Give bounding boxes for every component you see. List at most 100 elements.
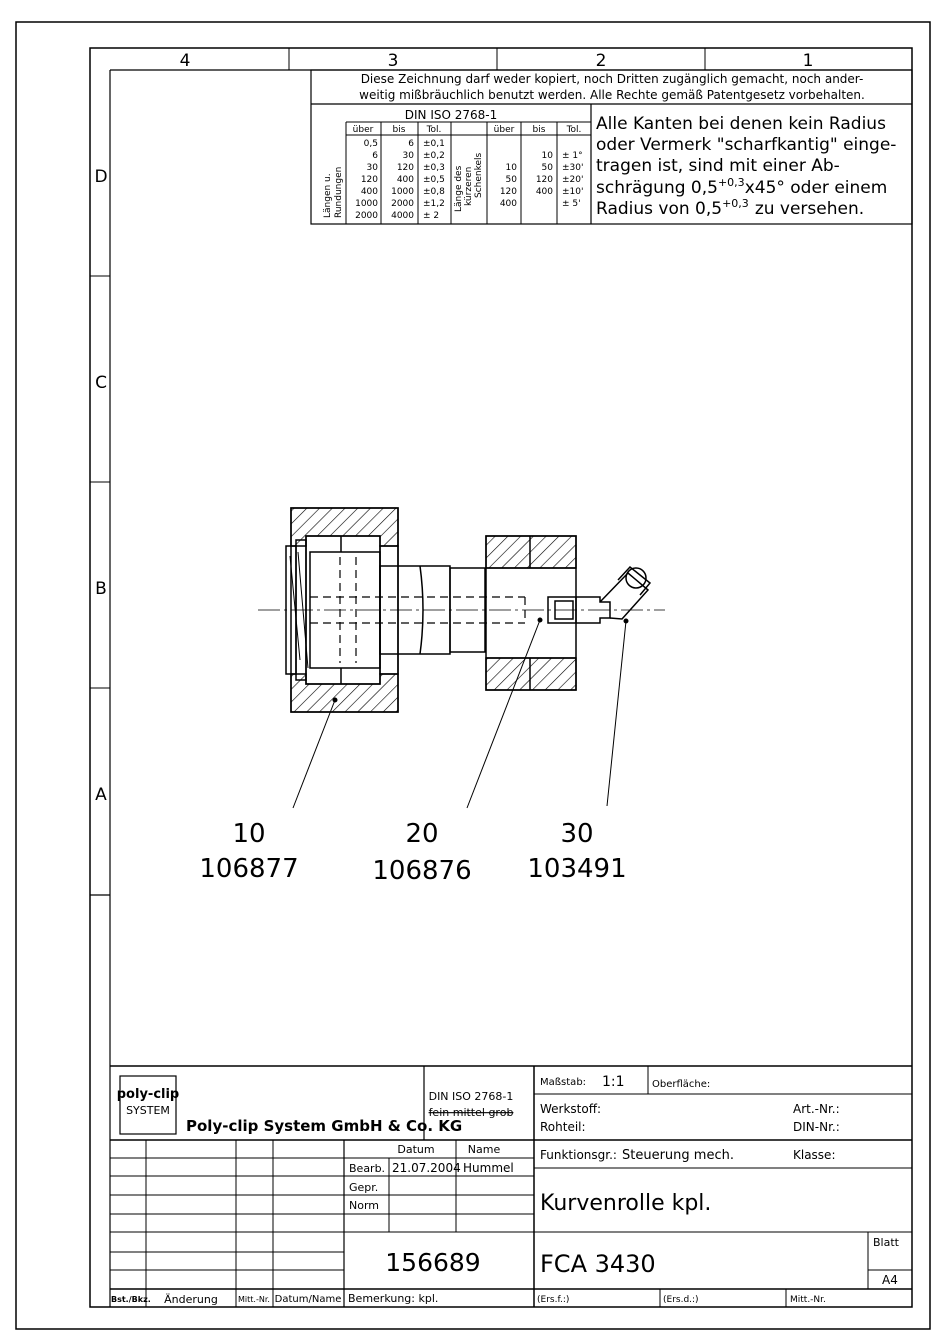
edge-note-line-3: tragen ist, sind mit einer Ab- xyxy=(596,156,840,176)
len-ueber: 6 xyxy=(372,151,378,161)
edge-note-line-5c: zu versehen. xyxy=(755,199,864,219)
ang-bis: 400 xyxy=(536,187,553,197)
mitt-nr-bottom: Mitt.-Nr. xyxy=(790,1295,826,1305)
part-pos-20: 20 xyxy=(405,819,438,849)
ang-ueber: 400 xyxy=(500,199,517,209)
len-bis: 6 xyxy=(408,139,414,149)
edge-note-line-2: oder Vermerk "scharfkantig" einge- xyxy=(596,135,896,155)
edge-note: Alle Kanten bei denen kein Radius oder V… xyxy=(596,114,896,219)
funktion-value: Steuerung mech. xyxy=(622,1148,734,1163)
ers-f: (Ers.f.:) xyxy=(537,1295,569,1305)
edge-note-sup-2: +0,3 xyxy=(722,197,749,210)
edge-note-line-4c: x45° oder einem xyxy=(745,178,888,198)
len-bis: 400 xyxy=(397,175,414,185)
part-pos-30: 30 xyxy=(560,819,593,849)
ang-tol: ±10' xyxy=(562,187,583,197)
ang-tol: ± 5' xyxy=(562,199,581,209)
svg-text:Radius von 0,5+0,3zu versehen.: Radius von 0,5+0,3zu versehen. xyxy=(596,197,864,219)
oberflaeche-label: Oberfläche: xyxy=(652,1079,710,1090)
blatt-label: Blatt xyxy=(873,1236,900,1249)
ang-tol: ±20' xyxy=(562,175,583,185)
part-number-106877: 106877 xyxy=(199,854,298,884)
header-ueber-2: über xyxy=(494,125,515,135)
header-ueber-1: über xyxy=(353,125,374,135)
label-laenge-des: Länge des xyxy=(454,165,464,212)
len-bis: 1000 xyxy=(391,187,414,197)
label-kuerzeren: kürzeren xyxy=(464,167,474,206)
name-label: Name xyxy=(468,1143,501,1156)
zone-row-b: B xyxy=(95,579,107,599)
ang-tol: ± 1° xyxy=(562,151,583,161)
massstab-value: 1:1 xyxy=(602,1074,625,1090)
notice-line-2: weitig mißbräuchlich benutzt werden. All… xyxy=(359,88,865,102)
title-block-text: poly-clip SYSTEM Poly-clip System GmbH &… xyxy=(111,1074,900,1306)
bearb-label: Bearb. xyxy=(349,1162,385,1175)
len-ueber: 2000 xyxy=(355,211,378,221)
len-bis: 2000 xyxy=(391,199,414,209)
header-bis-2: bis xyxy=(533,125,546,135)
zone-col-3: 3 xyxy=(388,51,399,71)
col-bst: Bst./Bkz. xyxy=(111,1295,151,1304)
rohteil-label: Rohteil: xyxy=(540,1120,586,1134)
notice-line-1: Diese Zeichnung darf weder kopiert, noch… xyxy=(361,72,864,86)
norm-label: Norm xyxy=(349,1199,379,1212)
assembly-drawing xyxy=(258,507,665,713)
len-tol: ±0,3 xyxy=(423,163,445,173)
dinnr-label: DIN-Nr.: xyxy=(793,1120,840,1134)
massstab-label: Maßstab: xyxy=(540,1077,586,1088)
label-laengen: Längen u. xyxy=(323,173,333,218)
header-tol-1: Tol. xyxy=(426,125,442,135)
inner-frame xyxy=(89,47,913,1308)
header-bis-1: bis xyxy=(393,125,406,135)
ang-bis: 50 xyxy=(542,163,554,173)
logo-text-top: poly-clip xyxy=(117,1087,180,1102)
part-number-103491: 103491 xyxy=(527,854,626,884)
company-name: Poly-clip System GmbH & Co. KG xyxy=(186,1117,462,1135)
werkstoff-label: Werkstoff: xyxy=(540,1102,601,1116)
edge-note-line-1: Alle Kanten bei denen kein Radius xyxy=(596,114,886,134)
len-bis: 30 xyxy=(403,151,415,161)
klasse-label: Klasse: xyxy=(793,1148,836,1162)
funktion-label: Funktionsgr.: xyxy=(540,1148,617,1162)
artnr-label: Art.-Nr.: xyxy=(793,1102,840,1116)
bearb-name: Hummel xyxy=(463,1161,514,1175)
label-rundungen: Rundungen xyxy=(334,167,344,218)
len-ueber: 400 xyxy=(361,187,378,197)
gepr-label: Gepr. xyxy=(349,1181,378,1194)
label-schenkels: Schenkels xyxy=(474,152,484,198)
ang-ueber: 120 xyxy=(500,187,517,197)
ang-bis: 10 xyxy=(542,151,554,161)
len-tol: ±0,1 xyxy=(423,139,445,149)
len-ueber: 1000 xyxy=(355,199,378,209)
len-ueber: 30 xyxy=(367,163,379,173)
zone-col-2: 2 xyxy=(596,51,607,71)
len-tol: ±1,2 xyxy=(423,199,445,209)
zone-col-4: 4 xyxy=(180,51,191,71)
norm-title: DIN ISO 2768-1 xyxy=(429,1090,514,1103)
len-bis: 4000 xyxy=(391,211,414,221)
edge-note-line-4a: schrägung 0,5 xyxy=(596,178,718,198)
bearb-date: 21.07.2004 xyxy=(392,1161,461,1175)
col-mittnr: Mitt.-Nr. xyxy=(238,1295,270,1304)
svg-text:schrägung 0,5+0,3x45° oder ein: schrägung 0,5+0,3x45° oder einem xyxy=(596,176,887,198)
header-tol-2: Tol. xyxy=(566,125,582,135)
len-ueber: 0,5 xyxy=(364,139,378,149)
zone-row-d: D xyxy=(94,167,107,187)
title-block xyxy=(110,1065,912,1307)
bemerkung: Bemerkung: kpl. xyxy=(348,1292,438,1305)
tolerance-title: DIN ISO 2768-1 xyxy=(405,108,498,122)
ang-tol: ±30' xyxy=(562,163,583,173)
fca-number: FCA 3430 xyxy=(540,1250,656,1278)
edge-note-sup-1: +0,3 xyxy=(718,176,745,189)
tolerance-table: DIN ISO 2768-1 über bis Tol. über bis To… xyxy=(323,104,592,224)
zone-col-1: 1 xyxy=(803,51,814,71)
part-number-106876: 106876 xyxy=(372,856,471,886)
zone-row-c: C xyxy=(95,373,107,393)
len-tol: ± 2 xyxy=(423,211,439,221)
ang-bis: 120 xyxy=(536,175,553,185)
ang-ueber: 10 xyxy=(506,163,518,173)
zone-row-a: A xyxy=(95,785,107,805)
drawing-number: 156689 xyxy=(385,1248,480,1277)
datum-label: Datum xyxy=(397,1143,434,1156)
